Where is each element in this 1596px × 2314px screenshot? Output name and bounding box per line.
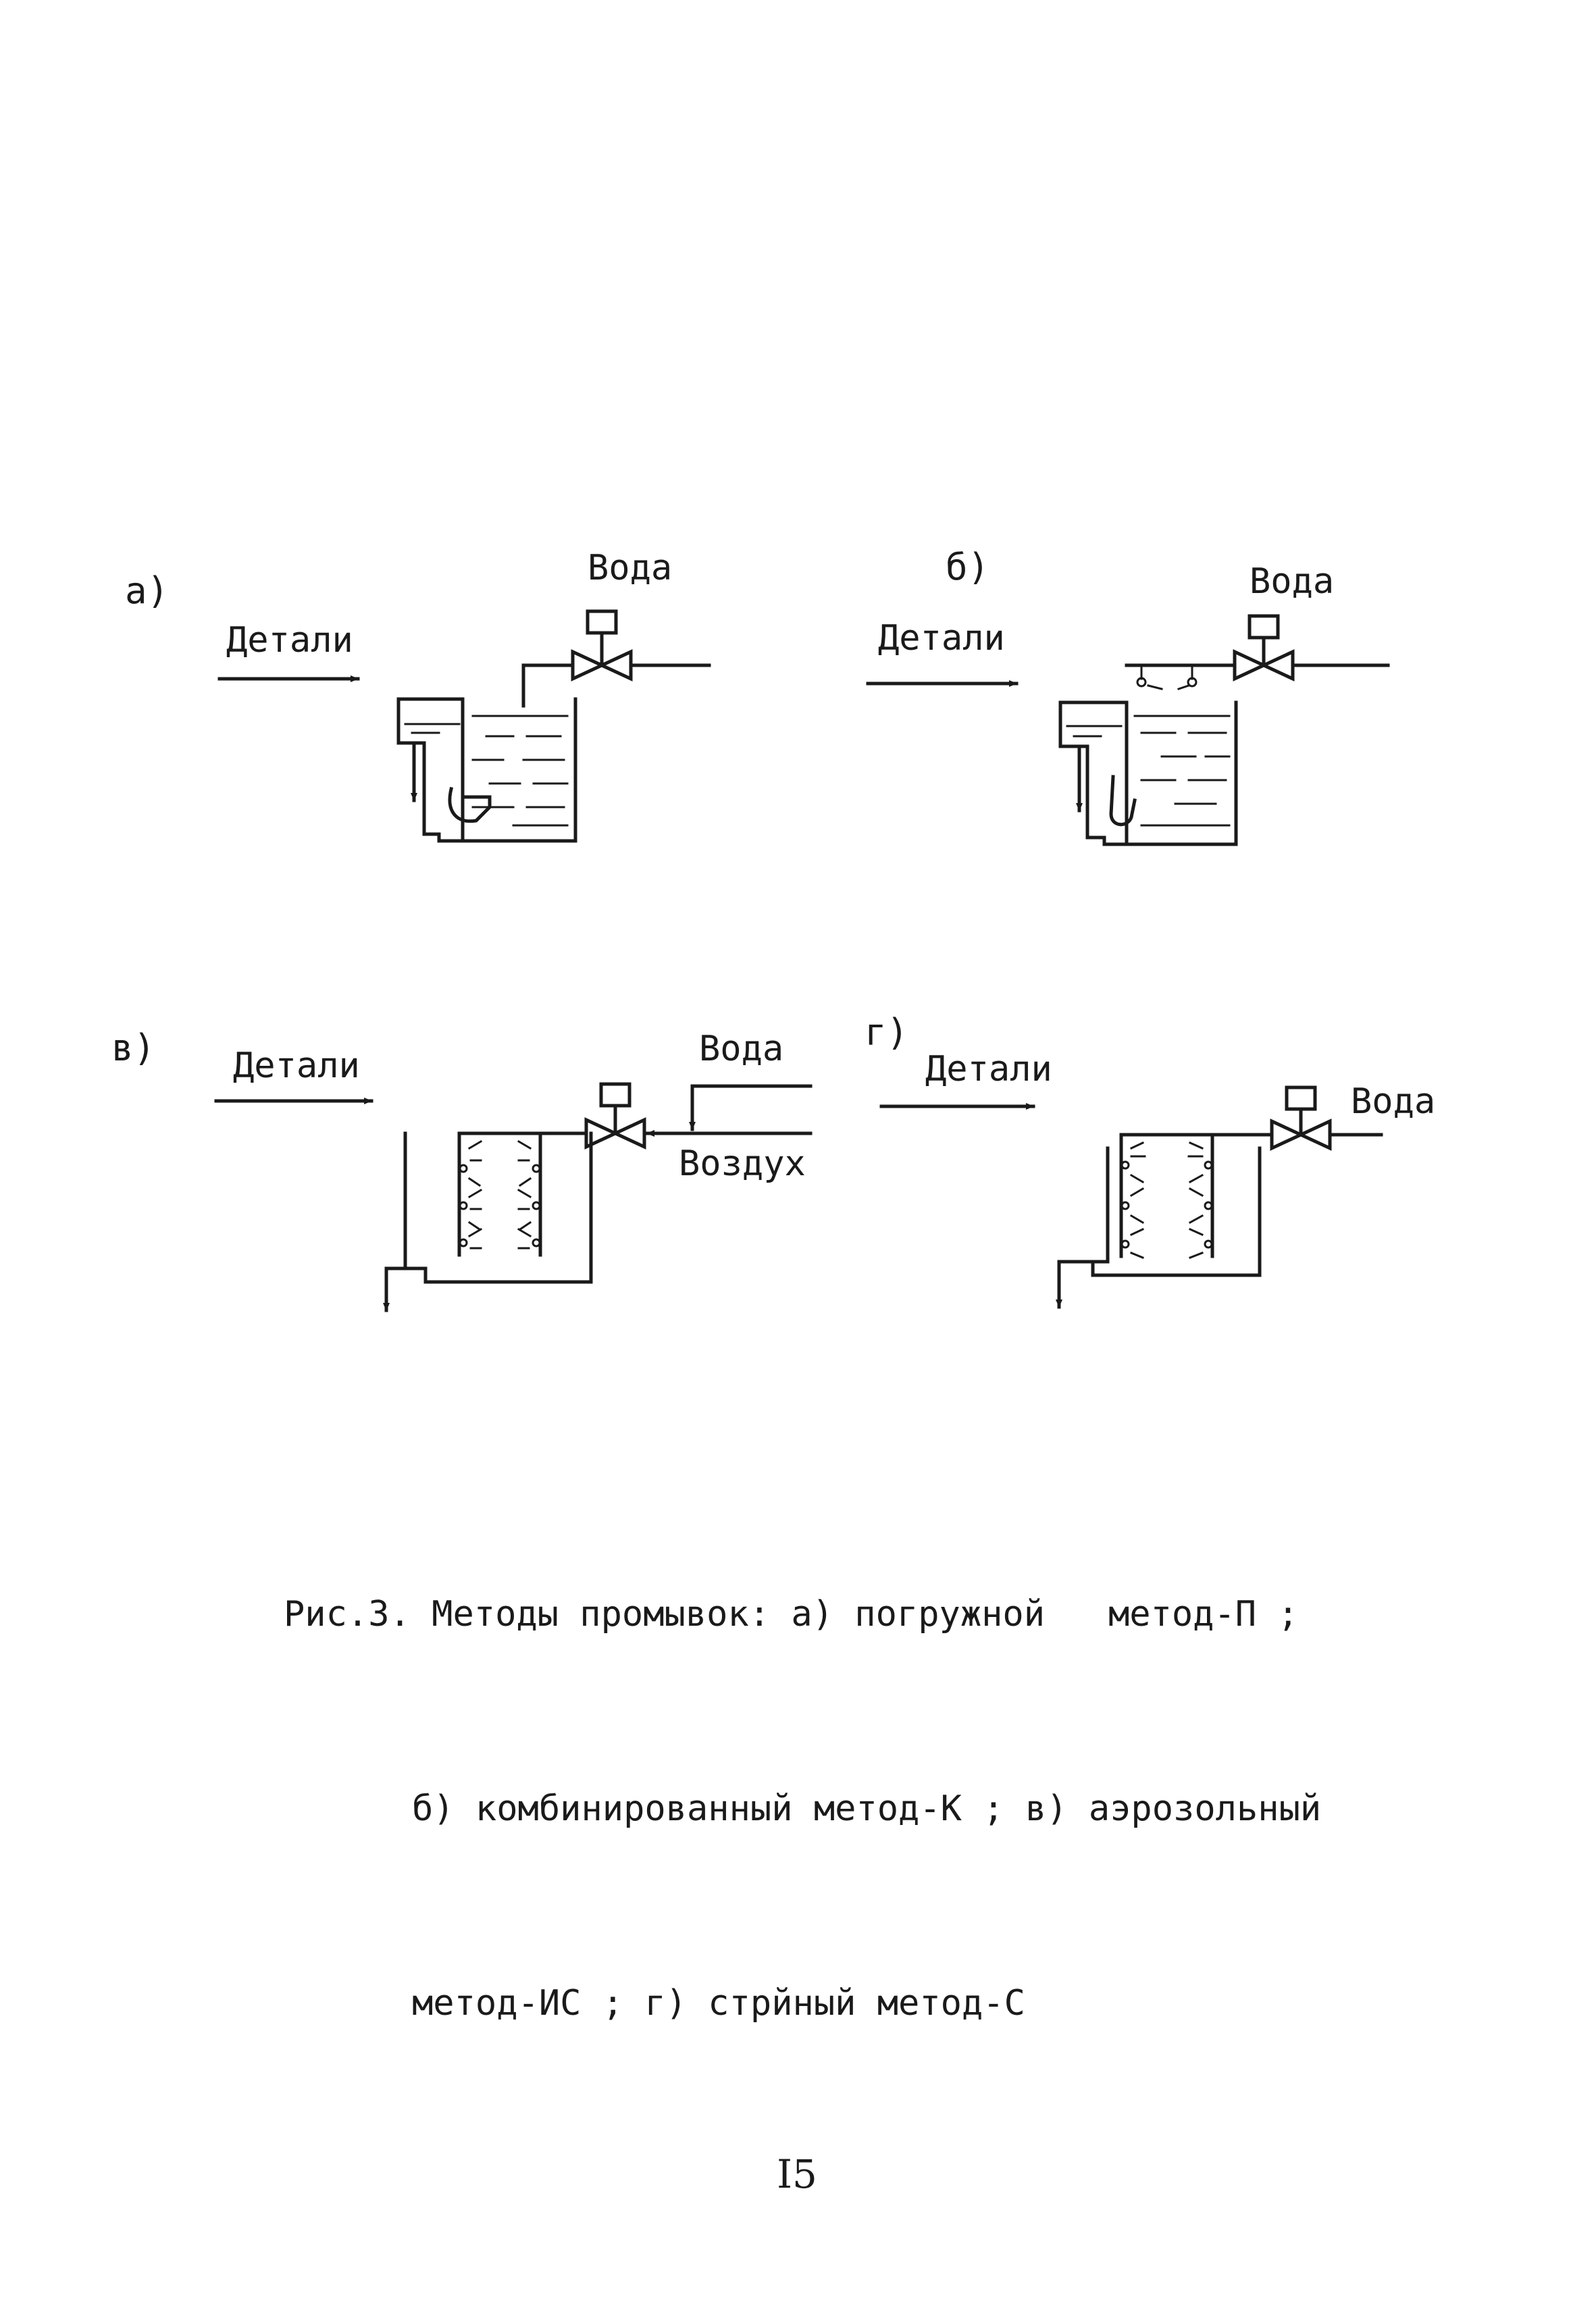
panel-v-parts-label: Детали (233, 1046, 360, 1086)
panel-g-valve (1270, 1085, 1332, 1151)
panel-b-part-hook (1109, 775, 1137, 827)
panel-a-parts-label: Детали (226, 620, 353, 661)
panel-a-water-label: Вода (588, 548, 672, 588)
caption-line-3: метод-ИС ; г) стрйный метод-С (412, 1983, 1025, 2024)
panel-a-immersion: а) Детали Вода (125, 548, 711, 843)
panel-b-combined: б) Детали Вода (866, 546, 1390, 846)
panel-a-feed-pipe (521, 663, 575, 708)
panel-a-partition (396, 697, 465, 843)
panel-b-tank (1058, 700, 1238, 846)
figure-caption: Рис.3. Методы промывок: а) погружной мет… (284, 1452, 1391, 2101)
panel-b-partition (1058, 700, 1129, 846)
panel-b-water-label: Вода (1250, 561, 1334, 602)
panel-v-chamber (403, 1131, 593, 1284)
panel-a-tag: а) (125, 569, 169, 612)
caption-line-2: б) комбинированный метод-К ; в) аэрозоль… (412, 1789, 1322, 1829)
panel-g-parts-label: Детали (925, 1049, 1052, 1089)
panel-a-valve (571, 609, 633, 682)
panel-v-water-label: Вода (699, 1029, 783, 1069)
panel-v-nozzles (459, 1139, 541, 1250)
panel-v-tag: в) (111, 1027, 155, 1069)
panel-g-chamber (1091, 1146, 1262, 1277)
page-number: I5 (777, 2151, 817, 2197)
panel-g-tag: г) (865, 1011, 908, 1054)
panel-g-jet: г) Детали Вода (865, 1011, 1435, 1309)
panel-v-air-label: Воздух (679, 1143, 806, 1184)
panel-v-water-inlet-arrow (689, 1084, 813, 1131)
panel-g-nozzles (1121, 1141, 1213, 1259)
panel-b-valve (1233, 614, 1295, 682)
panel-b-spray-nozzles (1136, 664, 1198, 690)
panel-g-water-label: Вода (1351, 1081, 1435, 1122)
panel-b-parts-label: Детали (878, 618, 1005, 659)
panel-a-part-in-basket (448, 786, 492, 823)
caption-line-1: Рис.3. Методы промывок: а) погружной мет… (284, 1594, 1299, 1635)
panel-v-drain-arrow (383, 1266, 428, 1312)
panel-b-tag: б) (946, 546, 989, 588)
panel-b-water (1066, 715, 1231, 827)
panel-v-valve (584, 1082, 646, 1150)
panel-g-drain-arrow (1056, 1260, 1095, 1309)
panel-a-tank (396, 697, 577, 843)
panel-a-water (404, 715, 569, 827)
panel-v-aerosol: в) Детали Вода Воздух (111, 1027, 813, 1312)
